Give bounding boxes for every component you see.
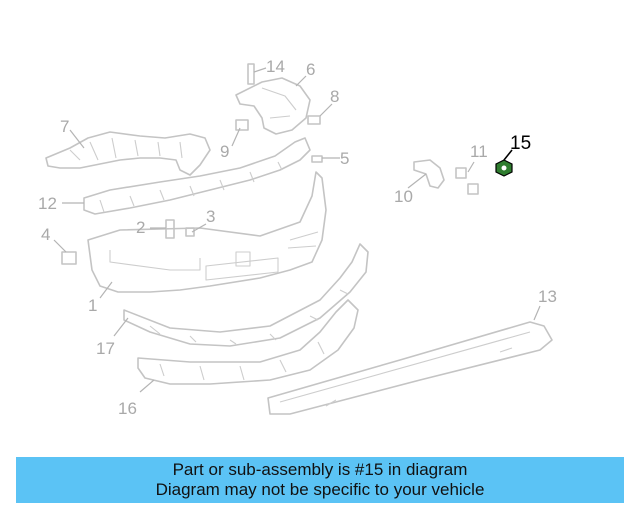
part-15-nut[interactable] bbox=[495, 159, 513, 177]
callout-6: 6 bbox=[306, 60, 315, 79]
callout-2: 2 bbox=[136, 218, 145, 237]
callout-12: 12 bbox=[38, 194, 57, 213]
parts-diagram: 1 2 3 4 5 6 7 8 9 10 11 12 13 14 15 16 1… bbox=[38, 57, 557, 418]
banner-line-1: Part or sub-assembly is #15 in diagram bbox=[172, 460, 468, 479]
callout-4: 4 bbox=[41, 225, 50, 244]
part-7-absorber bbox=[45, 131, 211, 176]
part-6-bracket bbox=[235, 77, 311, 135]
banner-line-2: Diagram may not be specific to your vehi… bbox=[155, 480, 485, 499]
part-10-bracket bbox=[413, 159, 445, 189]
callout-labels: 1 2 3 4 5 6 7 8 9 10 11 12 13 14 15 16 1… bbox=[38, 57, 557, 418]
leader-lines bbox=[53, 67, 541, 393]
callout-1: 1 bbox=[88, 296, 97, 315]
part-16-molding bbox=[137, 299, 359, 385]
callout-3: 3 bbox=[206, 207, 215, 226]
callout-17: 17 bbox=[96, 339, 115, 358]
callout-15: 15 bbox=[510, 133, 531, 154]
fasteners bbox=[61, 63, 479, 265]
callout-10: 10 bbox=[394, 187, 413, 206]
callout-16: 16 bbox=[118, 399, 137, 418]
callout-5: 5 bbox=[340, 149, 349, 168]
callout-7: 7 bbox=[60, 117, 69, 136]
part-13-reinforcement bbox=[267, 321, 553, 415]
callout-8: 8 bbox=[330, 87, 339, 106]
part-12-impact-bar bbox=[83, 137, 311, 215]
callout-9: 9 bbox=[220, 142, 229, 161]
callout-14: 14 bbox=[266, 57, 285, 76]
part-1-bumper-cover bbox=[87, 171, 327, 293]
info-banner: Part or sub-assembly is #15 in diagram D… bbox=[16, 457, 624, 503]
callout-13: 13 bbox=[538, 287, 557, 306]
callout-11: 11 bbox=[470, 142, 488, 161]
part-17-valance bbox=[123, 243, 369, 347]
